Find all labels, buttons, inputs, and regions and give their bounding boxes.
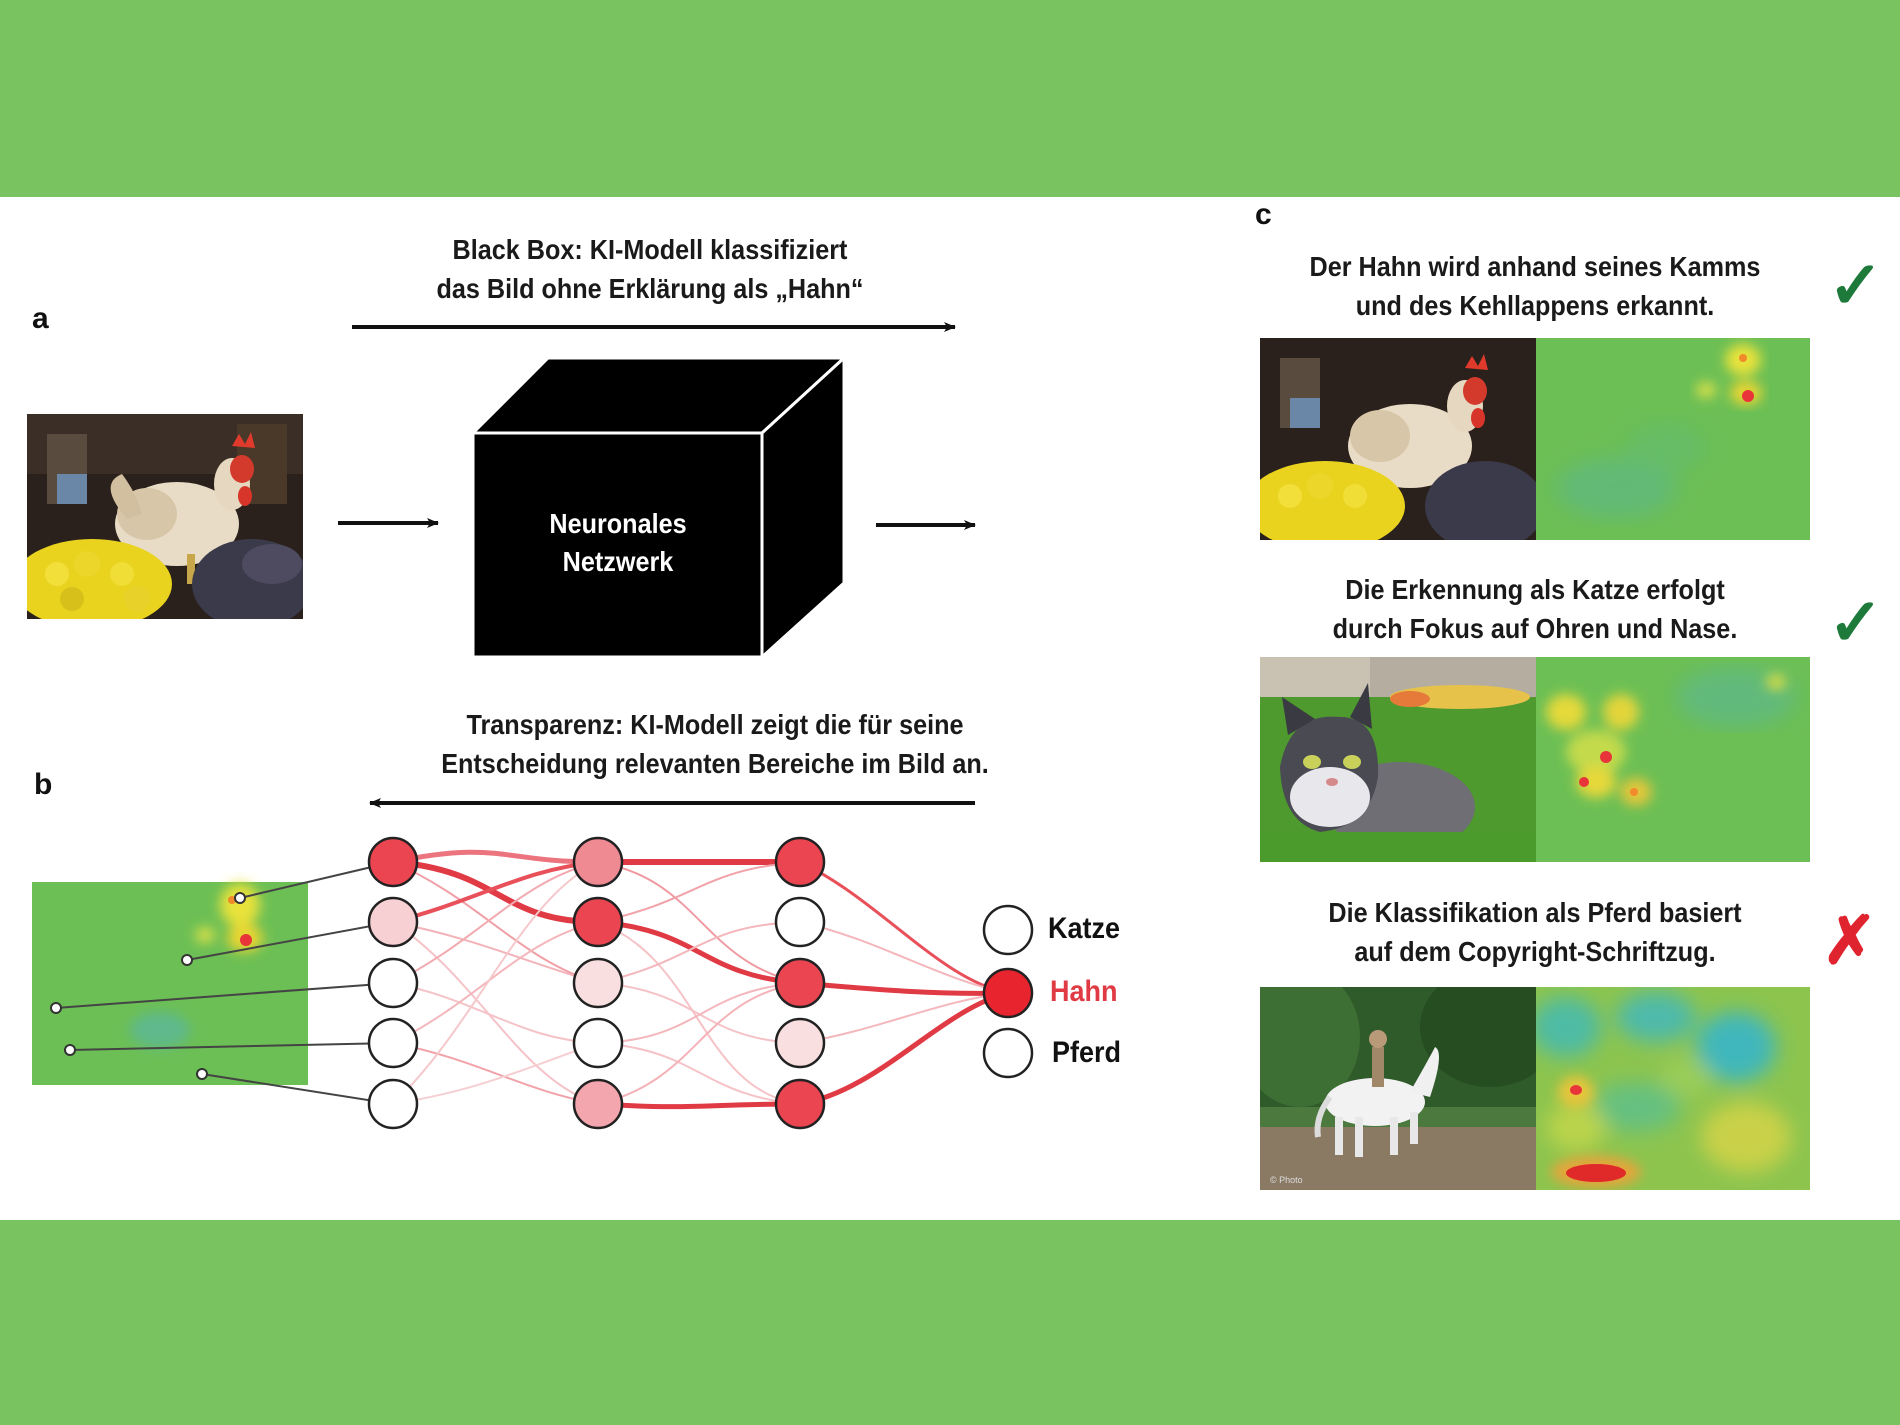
- output-node-katze: [982, 904, 1034, 956]
- output-node-hahn: [982, 967, 1034, 1019]
- horse-caption-line: Die Klassifikation als Pferd basiert: [1328, 897, 1742, 928]
- input-heatmap: [32, 882, 308, 1085]
- cat-photo: [1260, 657, 1536, 862]
- transparency-caption-line: Entscheidung relevanten Bereiche im Bild…: [441, 748, 989, 779]
- black-box-caption-line: Black Box: KI-Modell klassifiziert: [452, 234, 848, 265]
- rooster-caption-line: Der Hahn wird anhand seines Kamms: [1309, 251, 1761, 282]
- transparency-caption: Transparenz: KI-Modell zeigt die für sei…: [414, 705, 1017, 783]
- cube-label: Neuronales Netzwerk: [501, 505, 735, 581]
- panel-letter-c: c: [1255, 198, 1272, 231]
- black-box-cube: [469, 354, 848, 661]
- check-icon: ✓: [1828, 248, 1884, 322]
- cat-caption-line: durch Fokus auf Ohren und Nase.: [1332, 613, 1738, 644]
- rooster-caption: Der Hahn wird anhand seines Kamms und de…: [1297, 247, 1774, 325]
- output-label-hahn: Hahn: [1050, 975, 1118, 1008]
- output-node-pferd: [982, 1027, 1034, 1079]
- cat-caption-line: Die Erkennung als Katze erfolgt: [1345, 574, 1725, 605]
- check-icon: ✓: [1828, 585, 1884, 659]
- network-output-layer: [982, 904, 1034, 1079]
- rooster-photo: [27, 414, 303, 619]
- network-layer-2: [572, 836, 624, 1130]
- rooster-caption-line: und des Kehllappens erkannt.: [1355, 290, 1715, 321]
- cube-label-line: Netzwerk: [562, 546, 674, 577]
- horse-heatmap: [1536, 987, 1810, 1190]
- horse-caption-line: auf dem Copyright-Schriftzug.: [1354, 936, 1716, 967]
- bottom-green-band: [0, 1220, 1900, 1425]
- panel-letter-a: a: [32, 302, 49, 335]
- output-label-katze: Katze: [1048, 912, 1121, 945]
- black-box-caption: Black Box: KI-Modell klassifiziert das B…: [371, 230, 929, 308]
- horse-caption: Die Klassifikation als Pferd basiert auf…: [1297, 893, 1774, 971]
- horse-photo: © Photo: [1260, 987, 1536, 1190]
- black-box-caption-line: das Bild ohne Erklärung als „Hahn“: [436, 273, 864, 304]
- cross-icon: ✗: [1822, 903, 1878, 977]
- network-edges: [392, 849, 1009, 1110]
- rooster-heatmap: [1536, 338, 1810, 540]
- top-green-band: [0, 0, 1900, 197]
- cube-label-line: Neuronales: [549, 508, 687, 539]
- input-connectors: [55, 861, 394, 1105]
- transparency-caption-line: Transparenz: KI-Modell zeigt die für sei…: [466, 709, 964, 740]
- cat-heatmap: [1536, 657, 1810, 862]
- input-probe-points: [50, 892, 246, 1080]
- network-layer-1: [367, 836, 419, 1130]
- network-layer-3: [774, 836, 826, 1130]
- cat-caption: Die Erkennung als Katze erfolgt durch Fo…: [1297, 570, 1774, 648]
- svg-text:© Photo: © Photo: [1270, 1175, 1303, 1185]
- panel-letter-b: b: [34, 768, 53, 801]
- rooster-photo-small: [1260, 338, 1536, 540]
- output-label-pferd: Pferd: [1052, 1036, 1122, 1069]
